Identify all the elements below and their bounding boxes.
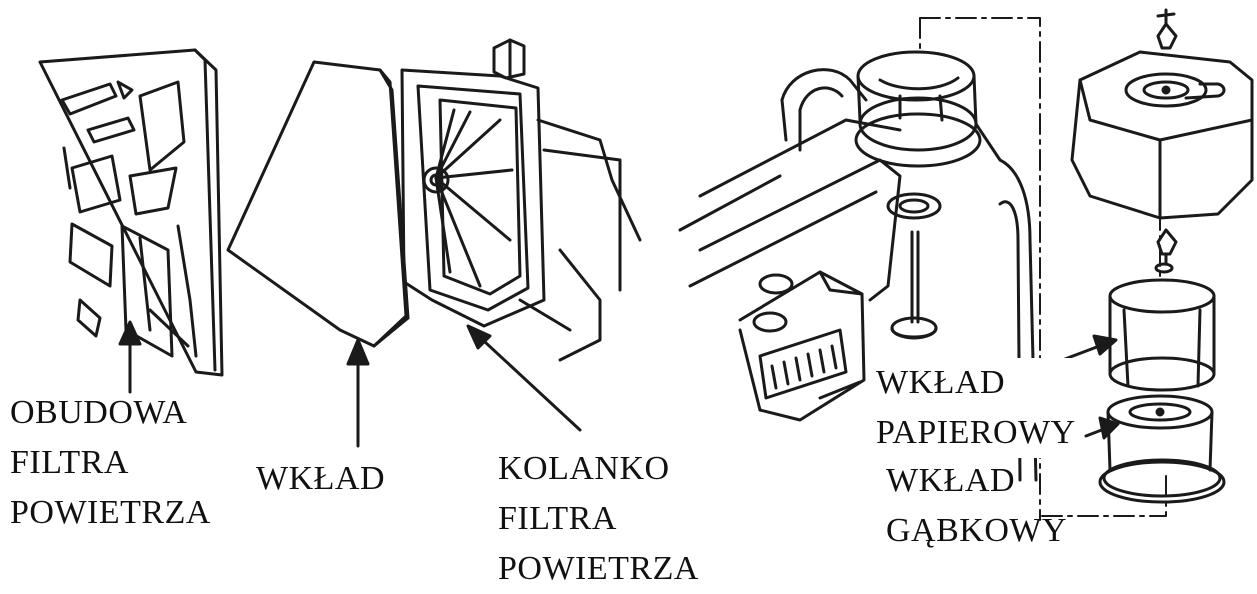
pointer-arrows-left — [118, 320, 582, 448]
label-foam-insert: WKŁAD GĄBKOWY — [886, 462, 1068, 549]
label-paper-insert: WKŁAD PAPIEROWY — [876, 358, 1076, 458]
label-filter-elbow: KOLANKO FILTRA POWIETRZA — [498, 450, 699, 587]
filter-insert-pad — [226, 60, 410, 348]
elbow-cup — [854, 50, 1038, 482]
air-cleaner-cover — [1070, 8, 1254, 274]
engine-block — [678, 68, 902, 422]
label-filter-housing: OBUDOWA FILTRA POWIETRZA — [10, 394, 211, 531]
foam-cartridge — [1098, 394, 1226, 504]
paper-cartridge — [1108, 278, 1216, 392]
stud-bolt — [886, 192, 942, 340]
air-filter-elbow — [400, 38, 642, 362]
label-filter-insert: WKŁAD — [256, 460, 386, 497]
filter-housing-cover — [38, 48, 224, 377]
